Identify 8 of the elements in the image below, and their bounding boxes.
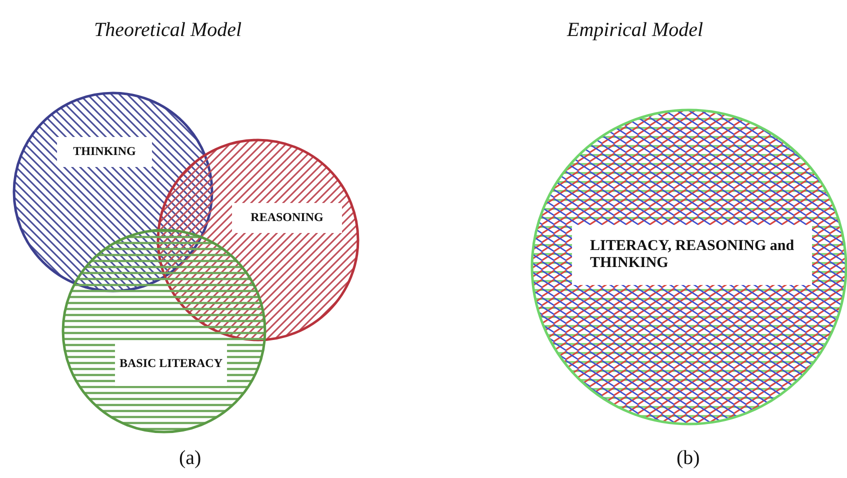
circle-label: THINKING: [73, 145, 136, 159]
circle-label: LITERACY, REASONING and THINKING: [590, 238, 796, 272]
circle-label: REASONING: [250, 211, 324, 225]
panel-heading: Empirical Model: [567, 18, 704, 42]
circle-label: BASIC LITERACY: [119, 357, 223, 371]
panel-letter: (b): [676, 446, 700, 470]
panel-letter: (a): [179, 446, 202, 470]
panel-heading: Theoretical Model: [94, 18, 242, 42]
